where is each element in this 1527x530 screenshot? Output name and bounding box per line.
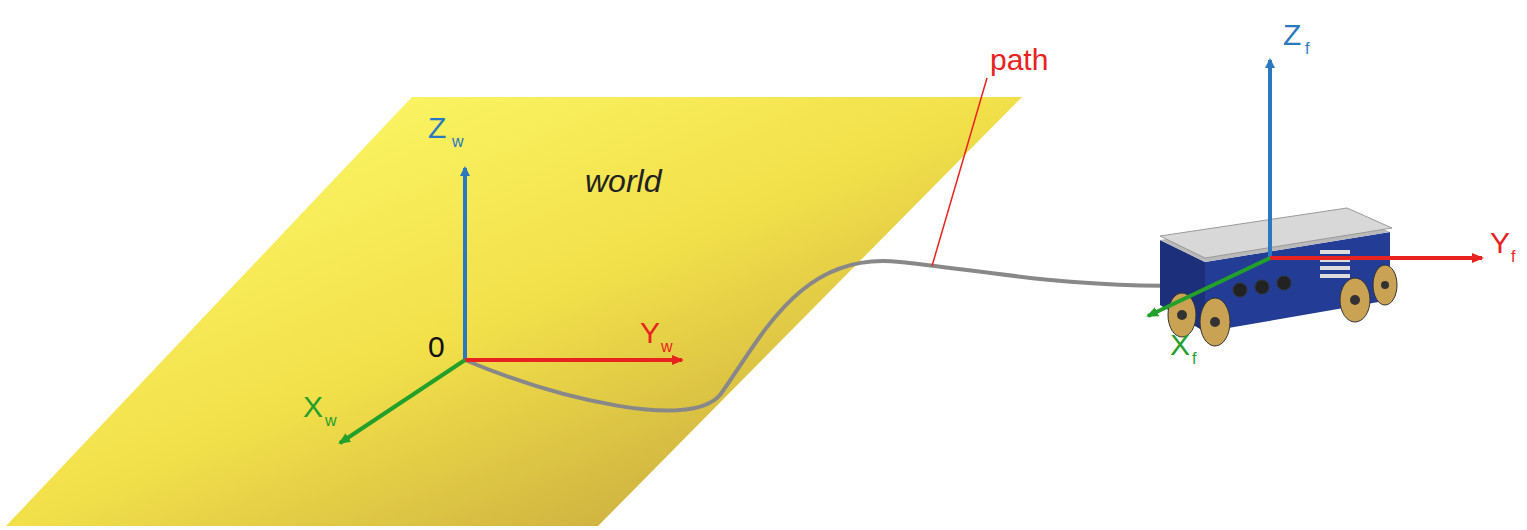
leader-line [932, 78, 987, 266]
axis-subscript: w [325, 413, 337, 429]
axis-name: Y [640, 318, 660, 348]
axis-subscript: f [1511, 249, 1515, 265]
axis-name: Z [428, 113, 446, 143]
axis-name: X [303, 392, 323, 422]
axis-name: X [1170, 330, 1190, 360]
plane-name: world [585, 165, 661, 197]
world-plane [6, 97, 1022, 526]
axis-name: Y [1490, 228, 1510, 258]
x-axis [340, 360, 465, 443]
y-axis [1270, 256, 1482, 260]
axis-subscript: f [1192, 351, 1196, 367]
z-axis [1268, 60, 1272, 258]
robot [1160, 208, 1397, 346]
axis-name: Z [1283, 20, 1301, 50]
axis-subscript: w [661, 339, 673, 355]
z-axis [463, 168, 467, 360]
origin-label: 0 [428, 332, 445, 362]
path-curve [465, 261, 1200, 411]
x-axis [1148, 258, 1270, 316]
axis-subscript: w [452, 134, 464, 150]
axis-subscript: f [1305, 41, 1309, 57]
callout-label: path [990, 45, 1048, 75]
y-axis [465, 358, 682, 362]
